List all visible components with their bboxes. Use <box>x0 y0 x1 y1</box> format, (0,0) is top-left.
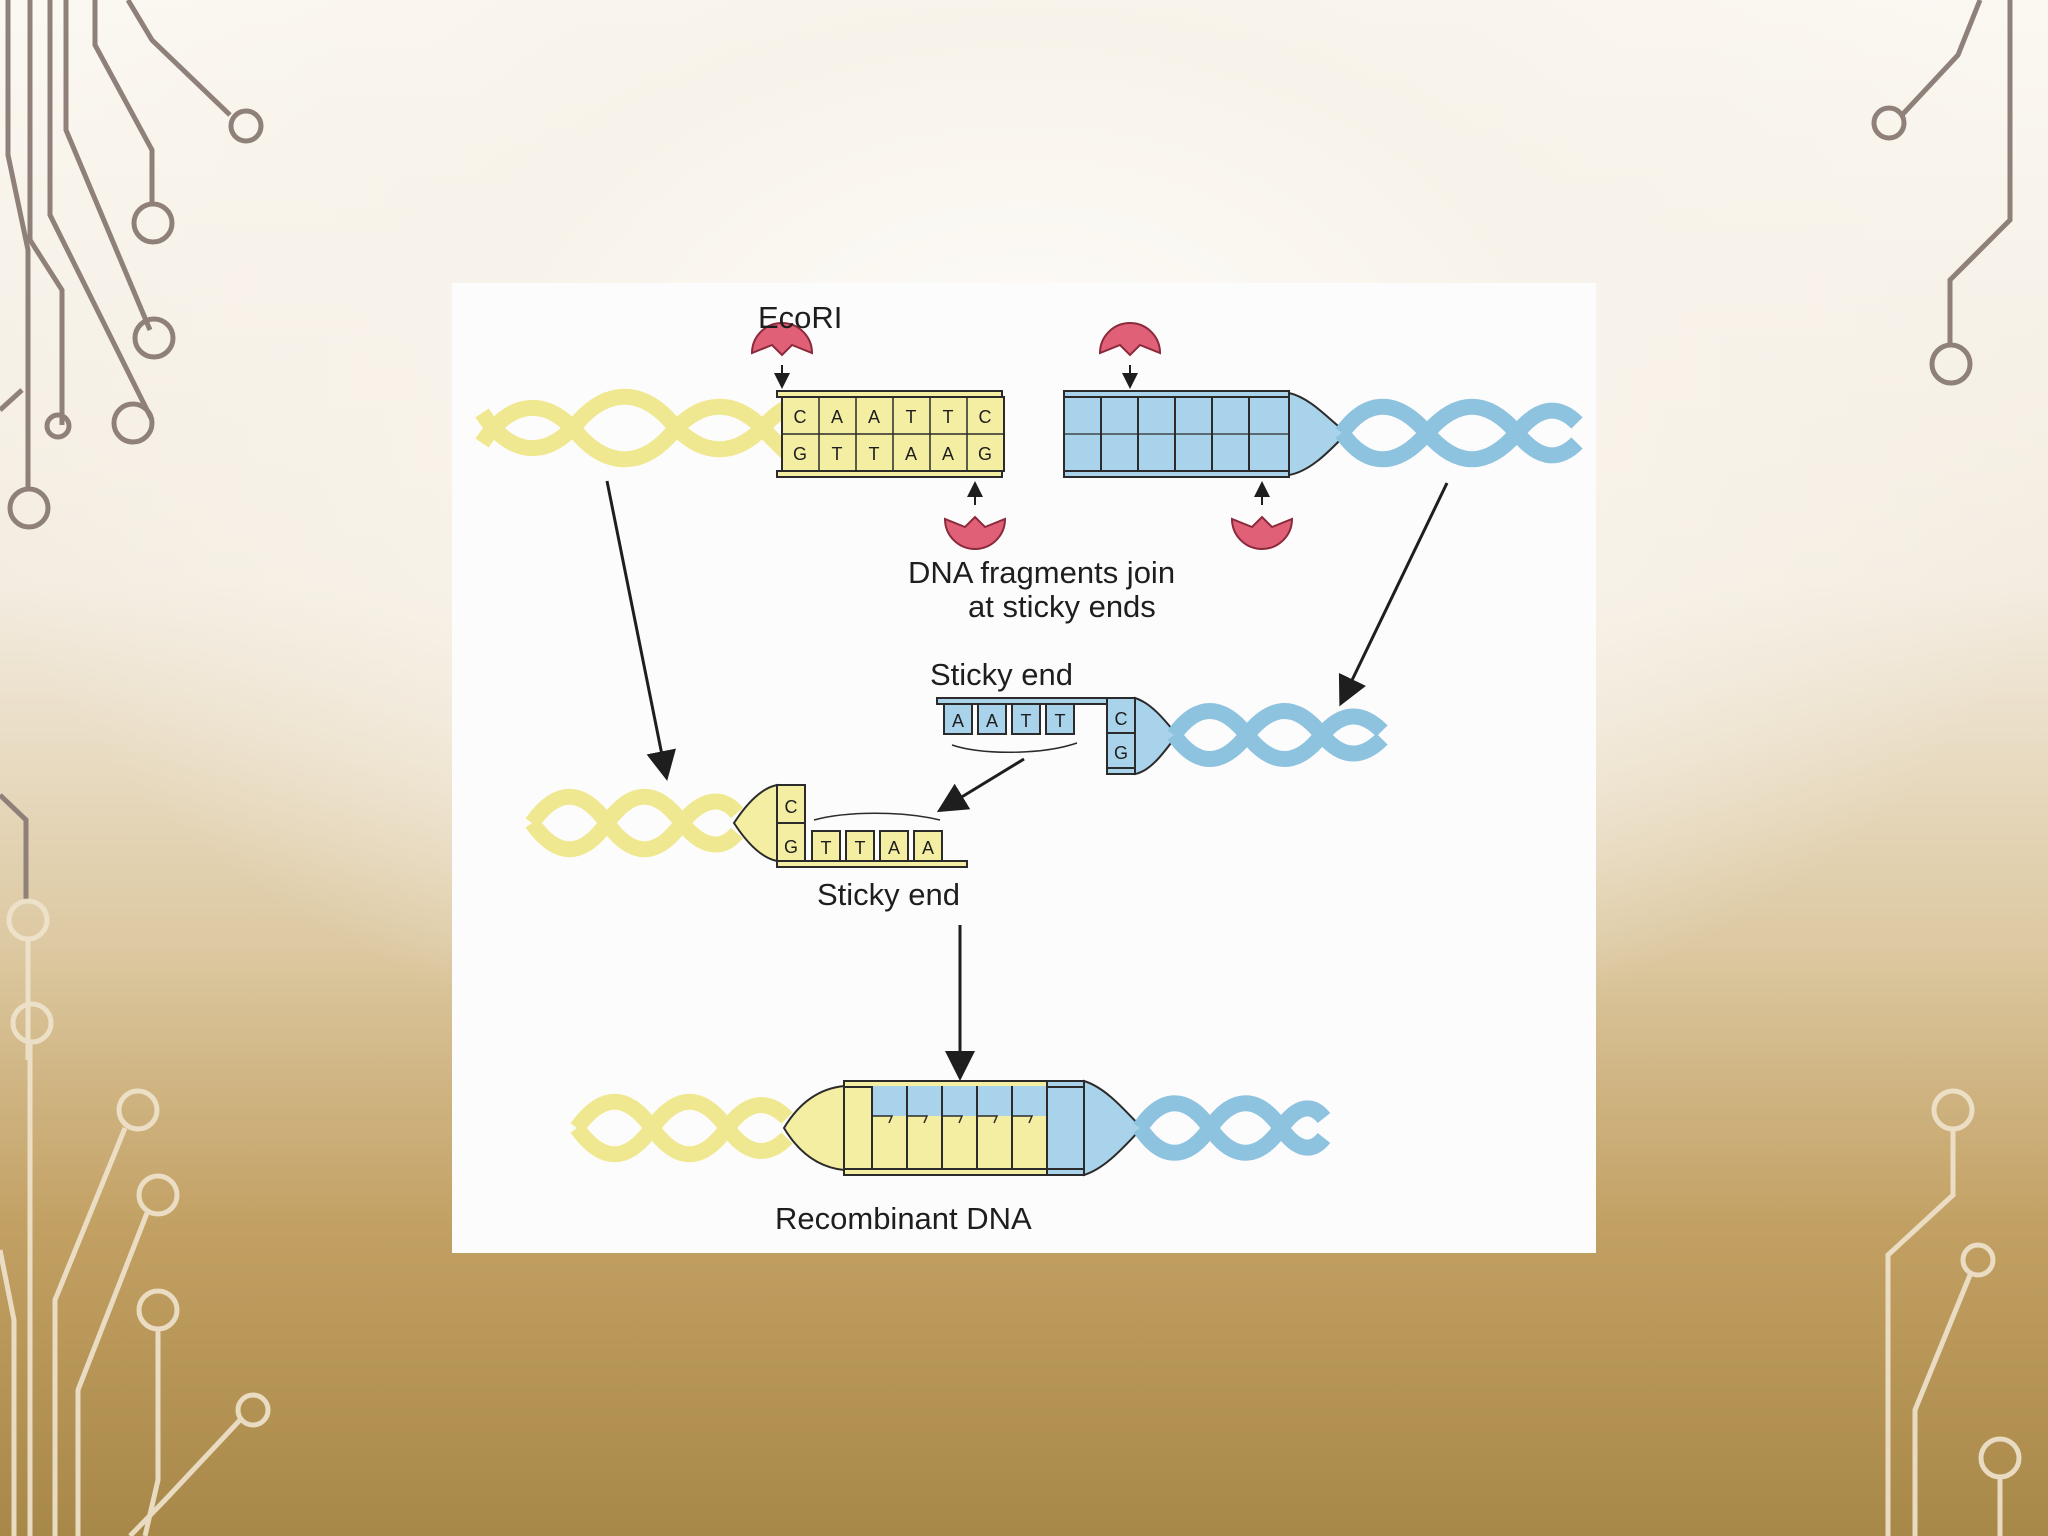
sticky-end-label-bottom: Sticky end <box>817 877 960 912</box>
yellow-overhang-4: A <box>922 838 934 858</box>
base-bottom-5: A <box>942 444 954 464</box>
overhang-base-3: T <box>1021 711 1032 731</box>
yellow-pair-base-c: C <box>785 797 798 817</box>
base-top-1: C <box>794 407 807 427</box>
base-top-6: C <box>979 407 992 427</box>
base-bottom-2: T <box>832 444 843 464</box>
ecori-enzyme-icons <box>750 322 1294 550</box>
recombinant-dna-diagram: C A A T T C G T T A A G <box>475 300 1583 1236</box>
join-label-line-1: DNA fragments join <box>908 555 1175 590</box>
pair-base-g: G <box>1114 743 1128 763</box>
yellow-overhang-1: T <box>821 838 832 858</box>
overhang-base-1: A <box>952 711 964 731</box>
base-bottom-4: A <box>905 444 917 464</box>
sticky-end-label-top: Sticky end <box>930 657 1073 692</box>
blue-fragment-bases: A A T T C G <box>952 709 1128 763</box>
yellow-overhang-3: A <box>888 838 900 858</box>
base-top-5: T <box>943 407 954 427</box>
join-label-line-2: at sticky ends <box>968 589 1156 624</box>
pair-base-c: C <box>1115 709 1128 729</box>
base-bottom-1: G <box>793 444 807 464</box>
arrow-left-down <box>605 480 676 781</box>
recombinant-dna-label: Recombinant DNA <box>775 1201 1032 1236</box>
yellow-sticky-fragment <box>525 783 968 868</box>
ecori-label: EcoRI <box>758 300 842 335</box>
diagram-panel: C A A T T C G T T A A G <box>452 283 1596 1253</box>
base-top-2: A <box>831 407 843 427</box>
base-top-4: T <box>906 407 917 427</box>
base-top-3: A <box>868 407 880 427</box>
base-bottom-6: G <box>978 444 992 464</box>
blue-dna-top <box>1063 390 1583 478</box>
arrow-sticky-join <box>936 757 1025 813</box>
overhang-base-2: A <box>986 711 998 731</box>
yellow-cut-site: C A A T T C G T T A A G <box>781 396 1005 472</box>
yellow-fragment-bases: C G T T A A <box>784 797 934 858</box>
yellow-pair-base-g: G <box>784 837 798 857</box>
overhang-base-4: T <box>1055 711 1066 731</box>
blue-sticky-fragment <box>936 696 1388 776</box>
arrow-right-down <box>1338 482 1449 707</box>
recombinant-dna-molecule <box>570 1079 1331 1177</box>
base-bottom-3: T <box>869 444 880 464</box>
enzyme-cut-arrows <box>774 365 1270 505</box>
yellow-overhang-2: T <box>855 838 866 858</box>
